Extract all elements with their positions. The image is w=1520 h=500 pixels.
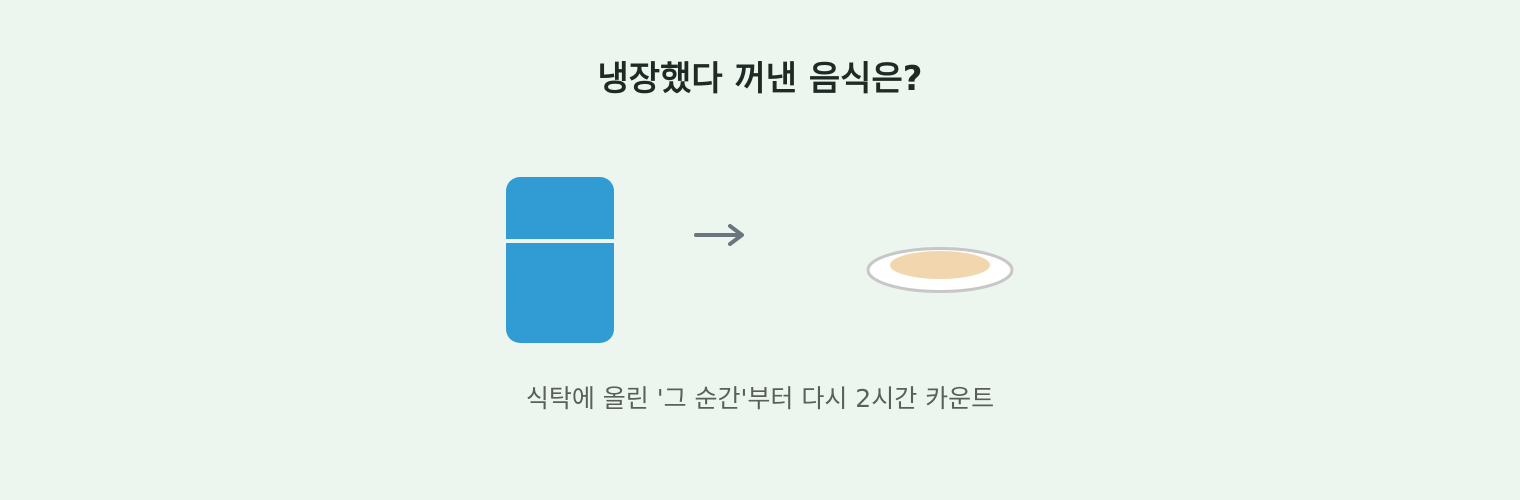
fridge-door-divider xyxy=(506,239,614,243)
plate-with-food-icon xyxy=(866,247,1014,293)
arrow-right-icon xyxy=(694,224,744,246)
food xyxy=(890,251,990,279)
fridge-icon xyxy=(506,177,614,343)
caption-text: 식탁에 올린 '그 순간'부터 다시 2시간 카운트 xyxy=(525,384,995,413)
page-title: 냉장했다 꺼낸 음식은? xyxy=(597,59,923,99)
